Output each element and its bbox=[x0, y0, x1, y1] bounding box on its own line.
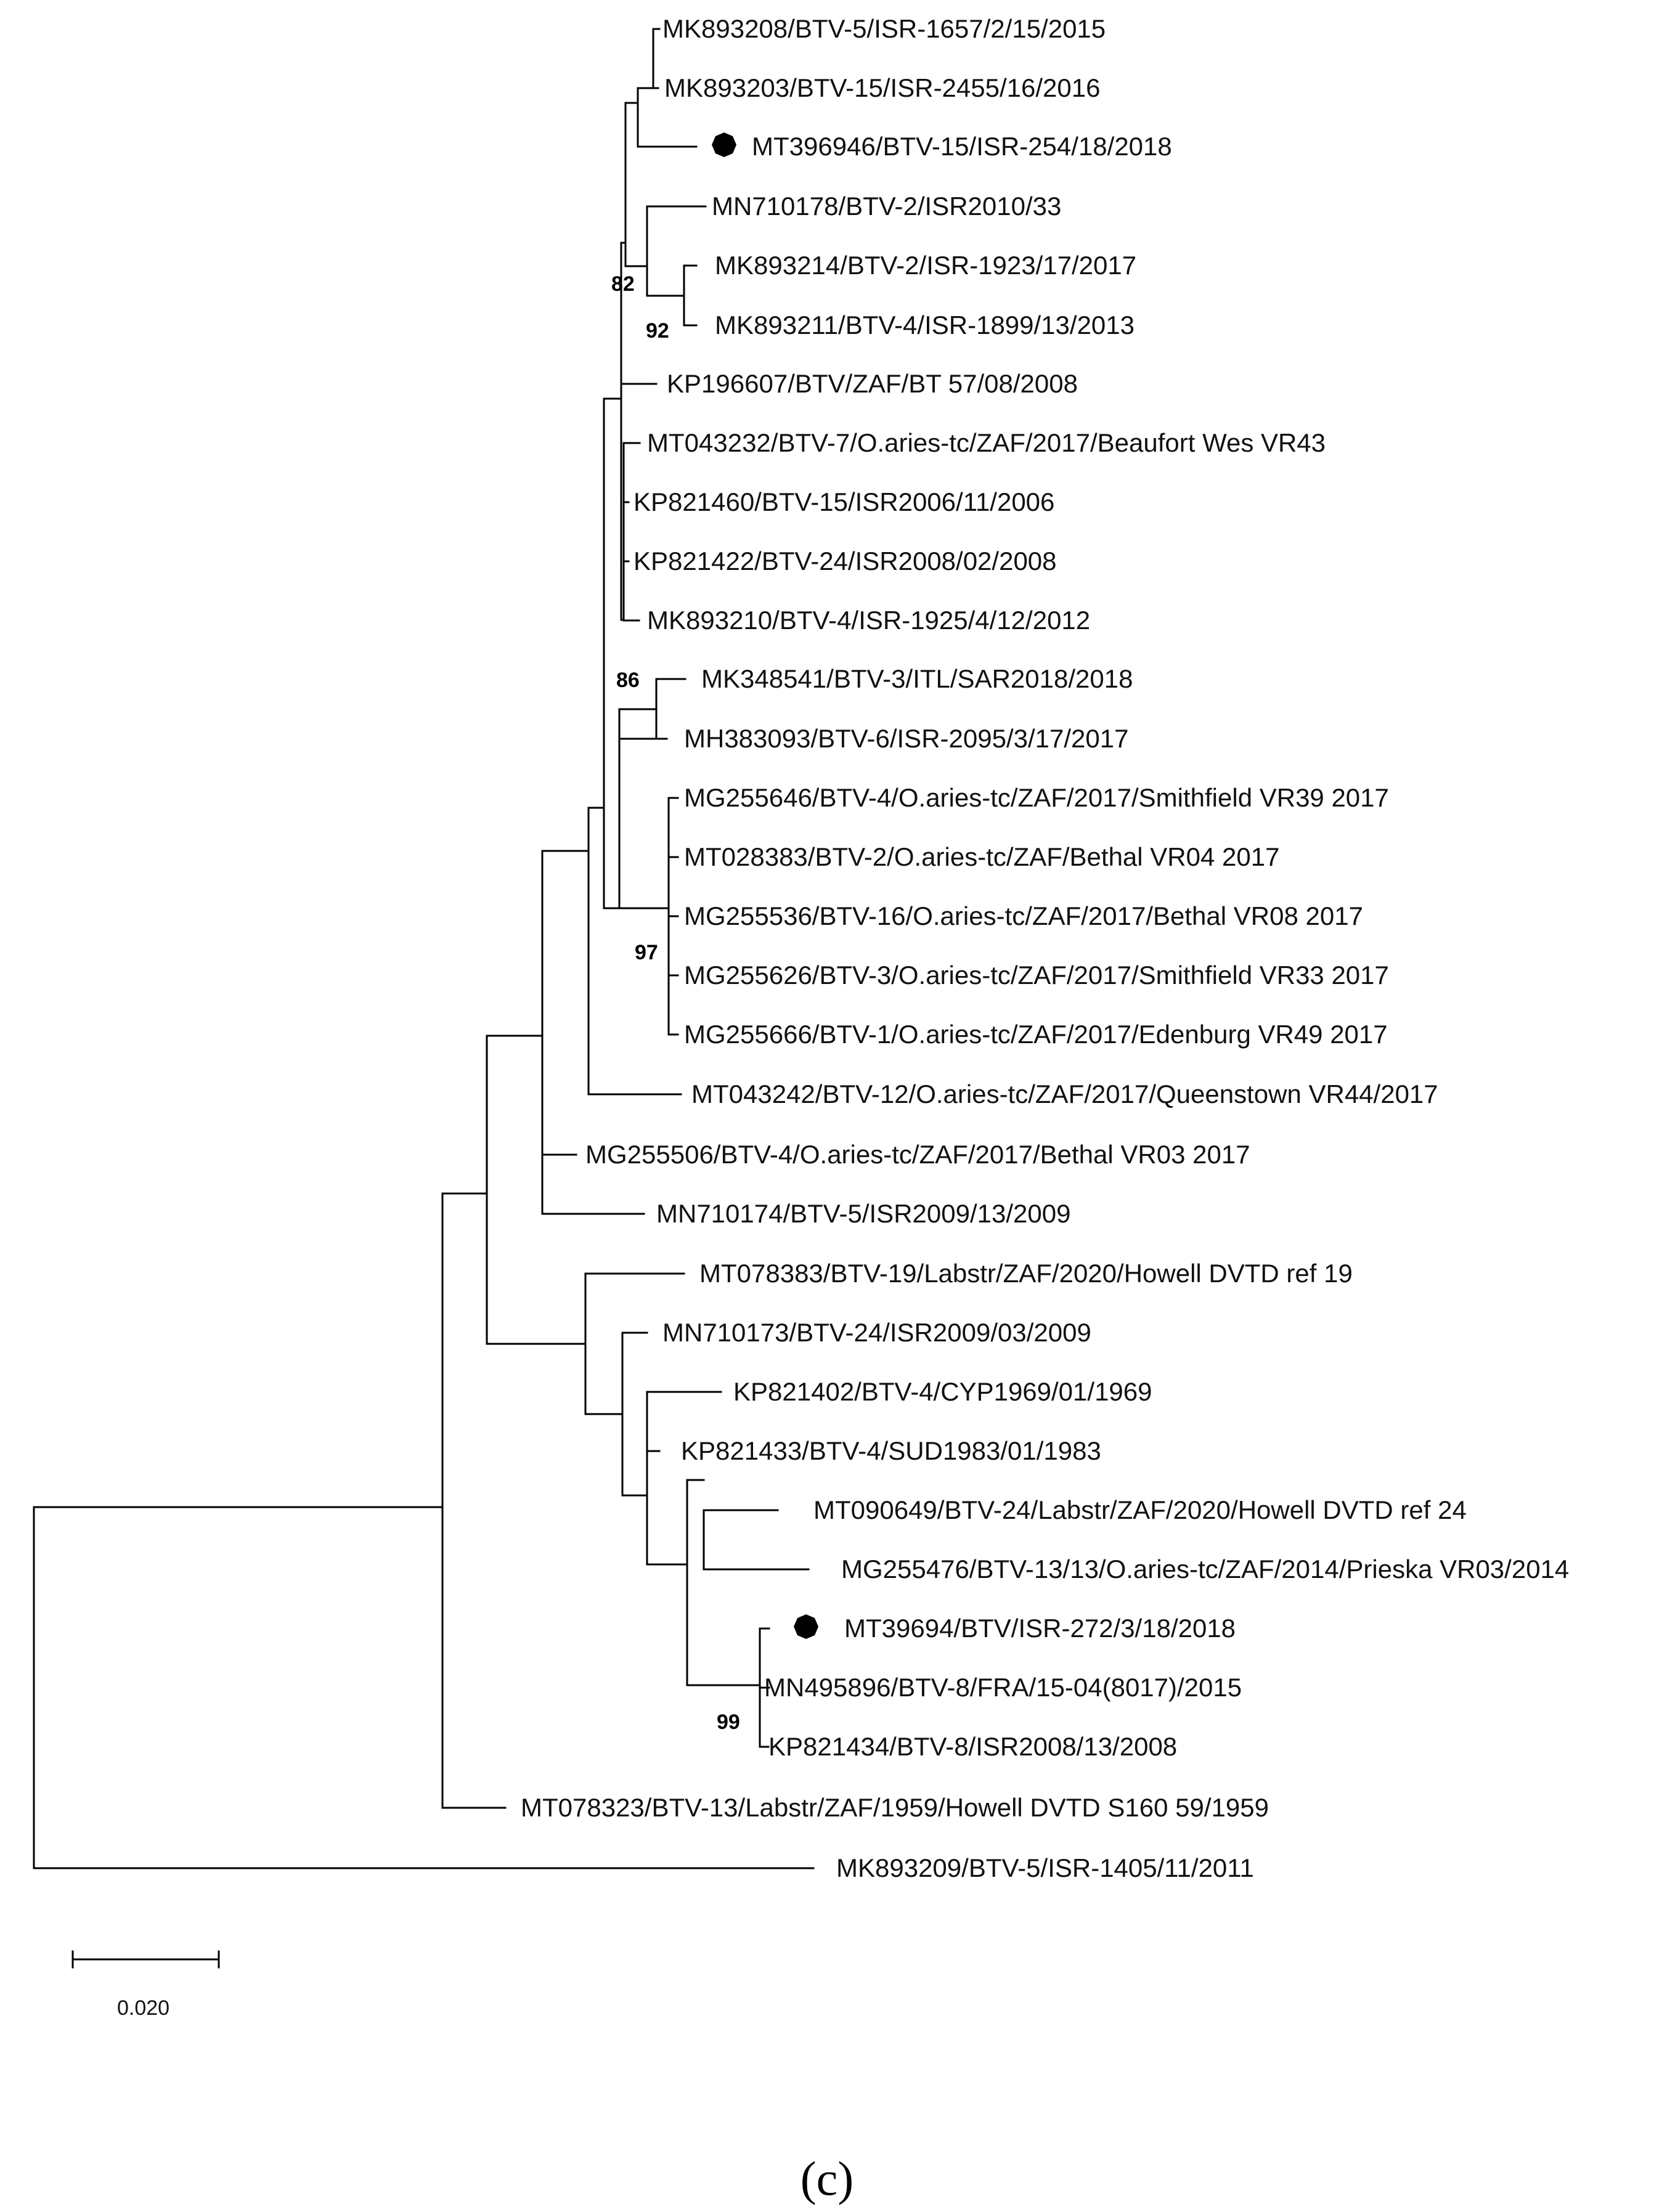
bootstrap-values: 82 92 86 97 99 bbox=[611, 272, 740, 1734]
bootstrap-value: 82 bbox=[611, 272, 635, 296]
leaf-label: MN710178/BTV-2/ISR2010/33 bbox=[712, 192, 1061, 221]
leaf-label: MT043242/BTV-12/O.aries-tc/ZAF/2017/Quee… bbox=[691, 1080, 1438, 1108]
leaf-label: MG255646/BTV-4/O.aries-tc/ZAF/2017/Smith… bbox=[684, 783, 1389, 812]
leaf-label: MK893209/BTV-5/ISR-1405/11/2011 bbox=[836, 1853, 1254, 1882]
tree-branches bbox=[33, 28, 815, 1869]
leaf-label: MK348541/BTV-3/ITL/SAR2018/2018 bbox=[701, 664, 1133, 693]
bootstrap-value: 99 bbox=[717, 1710, 740, 1734]
leaf-label: MN710173/BTV-24/ISR2009/03/2009 bbox=[662, 1318, 1091, 1347]
leaf-label: KP821460/BTV-15/ISR2006/11/2006 bbox=[633, 487, 1054, 516]
filled-circle-marker-icon bbox=[712, 132, 736, 157]
leaf-label: MN710174/BTV-5/ISR2009/13/2009 bbox=[656, 1199, 1070, 1228]
filled-circle-marker-icon bbox=[794, 1614, 818, 1639]
leaf-label: MG255626/BTV-3/O.aries-tc/ZAF/2017/Smith… bbox=[684, 961, 1389, 990]
bootstrap-value: 92 bbox=[646, 319, 669, 343]
leaf-label: MN495896/BTV-8/FRA/15-04(8017)/2015 bbox=[764, 1673, 1242, 1702]
leaf-label: MG255506/BTV-4/O.aries-tc/ZAF/2017/Betha… bbox=[585, 1140, 1250, 1169]
leaf-label: MT39694/BTV/ISR-272/3/18/2018 bbox=[844, 1614, 1236, 1643]
leaf-label: KP821402/BTV-4/CYP1969/01/1969 bbox=[733, 1377, 1152, 1406]
leaf-label: KP821422/BTV-24/ISR2008/02/2008 bbox=[633, 547, 1057, 575]
leaf-label: MT078323/BTV-13/Labstr/ZAF/1959/Howell D… bbox=[521, 1793, 1269, 1822]
sample-markers bbox=[712, 132, 818, 1639]
leaf-label: MT396946/BTV-15/ISR-254/18/2018 bbox=[752, 132, 1172, 161]
leaf-label: MK893208/BTV-5/ISR-1657/2/15/2015 bbox=[662, 14, 1106, 43]
leaf-label: KP196607/BTV/ZAF/BT 57/08/2008 bbox=[667, 369, 1078, 398]
leaf-label: MG255476/BTV-13/13/O.aries-tc/ZAF/2014/P… bbox=[841, 1555, 1569, 1584]
leaf-label: MT043232/BTV-7/O.aries-tc/ZAF/2017/Beauf… bbox=[647, 428, 1326, 457]
leaf-label: MG255536/BTV-16/O.aries-tc/ZAF/2017/Beth… bbox=[684, 901, 1363, 930]
bootstrap-value: 86 bbox=[616, 669, 640, 692]
scale-bar-label: 0.020 bbox=[117, 1996, 169, 2020]
leaf-label: KP821434/BTV-8/ISR2008/13/2008 bbox=[768, 1732, 1177, 1761]
leaf-label: MH383093/BTV-6/ISR-2095/3/17/2017 bbox=[684, 724, 1128, 753]
leaf-label: MK893210/BTV-4/ISR-1925/4/12/2012 bbox=[647, 606, 1090, 635]
panel-label: (c) bbox=[801, 2152, 854, 2205]
leaf-label: MG255666/BTV-1/O.aries-tc/ZAF/2017/Edenb… bbox=[684, 1020, 1388, 1049]
scale-bar: 0.020 bbox=[71, 1950, 220, 2020]
leaf-label: MK893203/BTV-15/ISR-2455/16/2016 bbox=[664, 73, 1100, 102]
leaf-label: KP821433/BTV-4/SUD1983/01/1983 bbox=[681, 1436, 1101, 1465]
leaf-label: MK893211/BTV-4/ISR-1899/13/2013 bbox=[715, 311, 1135, 340]
leaf-label: MT078383/BTV-19/Labstr/ZAF/2020/Howell D… bbox=[699, 1259, 1353, 1288]
leaf-labels: MK893208/BTV-5/ISR-1657/2/15/2015 MK8932… bbox=[521, 14, 1569, 1882]
leaf-label: MK893214/BTV-2/ISR-1923/17/2017 bbox=[715, 251, 1136, 280]
leaf-label: MT090649/BTV-24/Labstr/ZAF/2020/Howell D… bbox=[813, 1495, 1467, 1524]
bootstrap-value: 97 bbox=[635, 941, 658, 964]
leaf-label: MT028383/BTV-2/O.aries-tc/ZAF/Bethal VR0… bbox=[684, 842, 1279, 871]
